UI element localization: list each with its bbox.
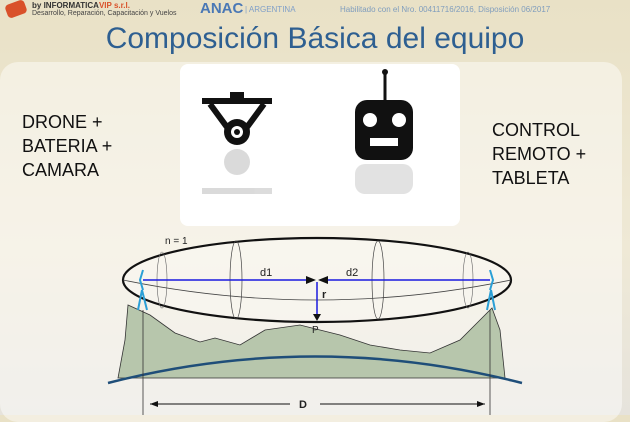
earth-curve <box>107 355 523 385</box>
remote-control-icon <box>355 69 413 194</box>
brand-name: by INFORMATICAVIP s.r.l. <box>32 1 130 10</box>
drone-icon <box>202 92 272 194</box>
anac-country: | ARGENTINA <box>245 5 296 14</box>
anac-logo: ANAC <box>200 0 244 17</box>
drone-components-text: DRONE +BATERIA +CAMARA <box>22 112 113 180</box>
distance-label: D <box>299 399 307 411</box>
antenna-left-icon <box>137 269 148 311</box>
fresnel-n-label: n = 1 <box>165 236 188 247</box>
d1-label: d1 <box>260 267 272 279</box>
slide-title: Composición Básica del equipo <box>105 22 525 55</box>
header-bar: by INFORMATICAVIP s.r.l. Desarrollo, Rep… <box>0 0 630 20</box>
brand-tagline: Desarrollo, Reparación, Capacitación y V… <box>32 10 177 17</box>
p-label: P <box>312 325 319 336</box>
equipment-image <box>180 64 460 226</box>
r-label: r <box>322 289 327 301</box>
antenna-right-icon <box>486 269 496 311</box>
habilitation-text: Habilitado con el Nro. 00411716/2016, Di… <box>340 5 551 14</box>
d2-label: d2 <box>346 267 358 279</box>
equipment-icons <box>202 69 413 194</box>
